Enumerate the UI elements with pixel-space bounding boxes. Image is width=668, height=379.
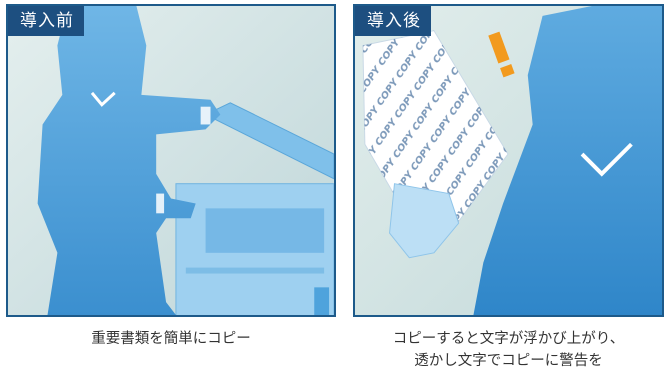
caption-after-line1: コピーすると文字が浮かび上がり、 <box>392 331 625 347</box>
copier-illustration <box>8 6 334 315</box>
watermark-copy-illustration: COPY <box>355 6 662 315</box>
after-tag: 導入後 <box>355 6 431 36</box>
before-tag: 導入前 <box>8 6 84 36</box>
caption-after-line2: 透かし文字でコピーに警告を <box>414 353 603 369</box>
panel-after: COPY 導入後 <box>353 4 664 317</box>
caption-before: 重要書類を簡単にコピー <box>91 331 251 347</box>
warning-exclamation-icon <box>488 31 515 78</box>
panel-before: 導入前 <box>6 4 336 317</box>
caption-after: コピーすると文字が浮かび上がり、 透かし文字でコピーに警告を <box>353 328 664 372</box>
